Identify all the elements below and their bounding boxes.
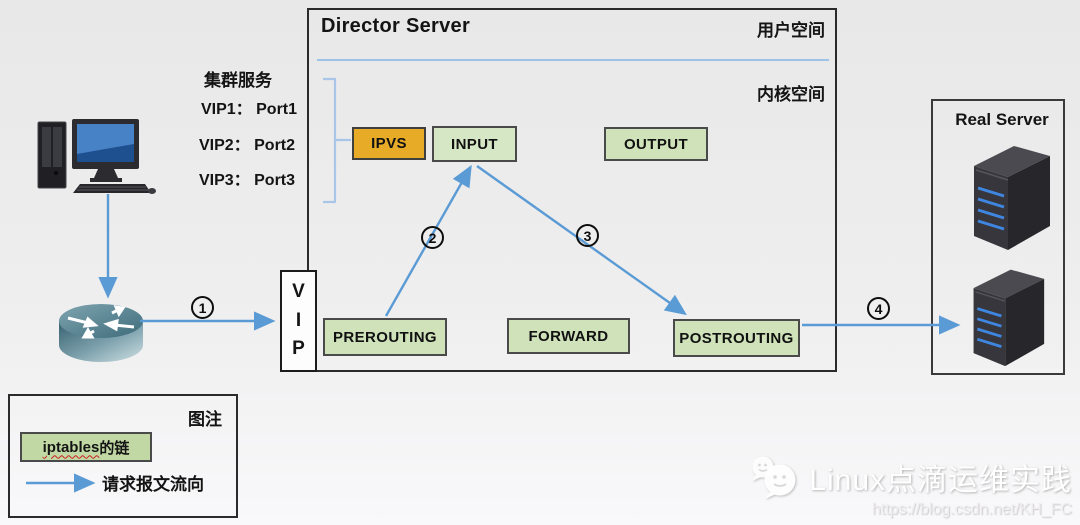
legend-iptables-label: iptables — [42, 438, 100, 456]
cluster-service-title: 集群服务 — [204, 71, 272, 90]
step-marker-2: 2 — [421, 226, 444, 249]
kernel-space-label: 内核空间 — [757, 85, 825, 104]
vip-port-entry-2: VIP2： Port2 — [199, 137, 296, 154]
user-kernel-divider — [317, 59, 829, 61]
output-chain-box: OUTPUT — [604, 127, 708, 161]
vip-letter-p: P — [292, 338, 305, 360]
real-server-title: Real Server — [955, 110, 1049, 129]
watermark-url: https://blog.csdn.net/KH_FC — [871, 501, 1072, 518]
prerouting-chain-box: PREROUTING — [323, 318, 447, 356]
output-label: OUTPUT — [623, 135, 689, 153]
step-marker-3: 3 — [576, 224, 599, 247]
input-chain-box: INPUT — [432, 126, 517, 162]
watermark: Linux点滴运维实践 https://blog.csdn.net/KH_FC — [749, 454, 1072, 519]
router-icon — [59, 304, 143, 362]
wechat-logo-icon — [752, 456, 796, 499]
ipvs-box: IPVS — [352, 127, 426, 160]
step-marker-1: 1 — [191, 296, 214, 319]
director-server-box: Director Server 用户空间 内核空间 — [307, 8, 837, 372]
legend-title: 图注 — [188, 410, 222, 429]
vip-port-entry-3: VIP3： Port3 — [199, 172, 296, 189]
watermark-brand: Linux点滴运维实践 — [809, 464, 1072, 497]
postrouting-label: POSTROUTING — [679, 329, 794, 347]
real-server-box — [931, 99, 1065, 375]
real-server-icon-1 — [974, 146, 1050, 250]
vip-box: V I P — [280, 270, 317, 372]
ipvs-label: IPVS — [371, 135, 407, 152]
step-marker-4: 4 — [867, 297, 890, 320]
postrouting-chain-box: POSTROUTING — [673, 319, 800, 357]
user-space-label: 用户空间 — [757, 21, 825, 40]
input-label: INPUT — [451, 135, 498, 153]
vip-letter-v: V — [292, 281, 305, 303]
legend-chain-suffix: 的链 — [99, 439, 130, 457]
prerouting-label: PREROUTING — [332, 328, 437, 346]
director-server-title: Director Server — [321, 15, 471, 37]
forward-chain-box: FORWARD — [507, 318, 630, 354]
vip-port-entry-1: VIP1： Port1 — [201, 101, 298, 118]
real-server-icon-2 — [973, 269, 1045, 367]
client-computer-icon — [37, 119, 156, 194]
vip-letter-i: I — [295, 309, 302, 331]
legend-flow-label: 请求报文流向 — [102, 475, 204, 494]
forward-label: FORWARD — [528, 327, 609, 345]
